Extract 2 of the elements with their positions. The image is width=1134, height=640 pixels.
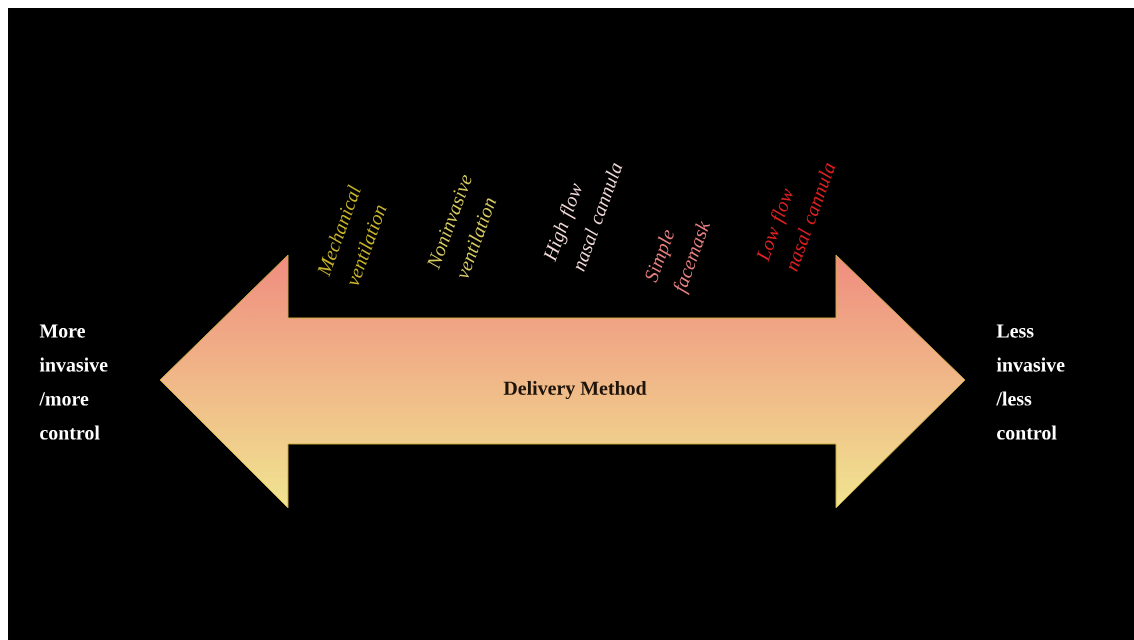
side-label: Less invasive /less control: [996, 324, 1065, 440]
side-label: More invasive /more control: [39, 324, 108, 440]
